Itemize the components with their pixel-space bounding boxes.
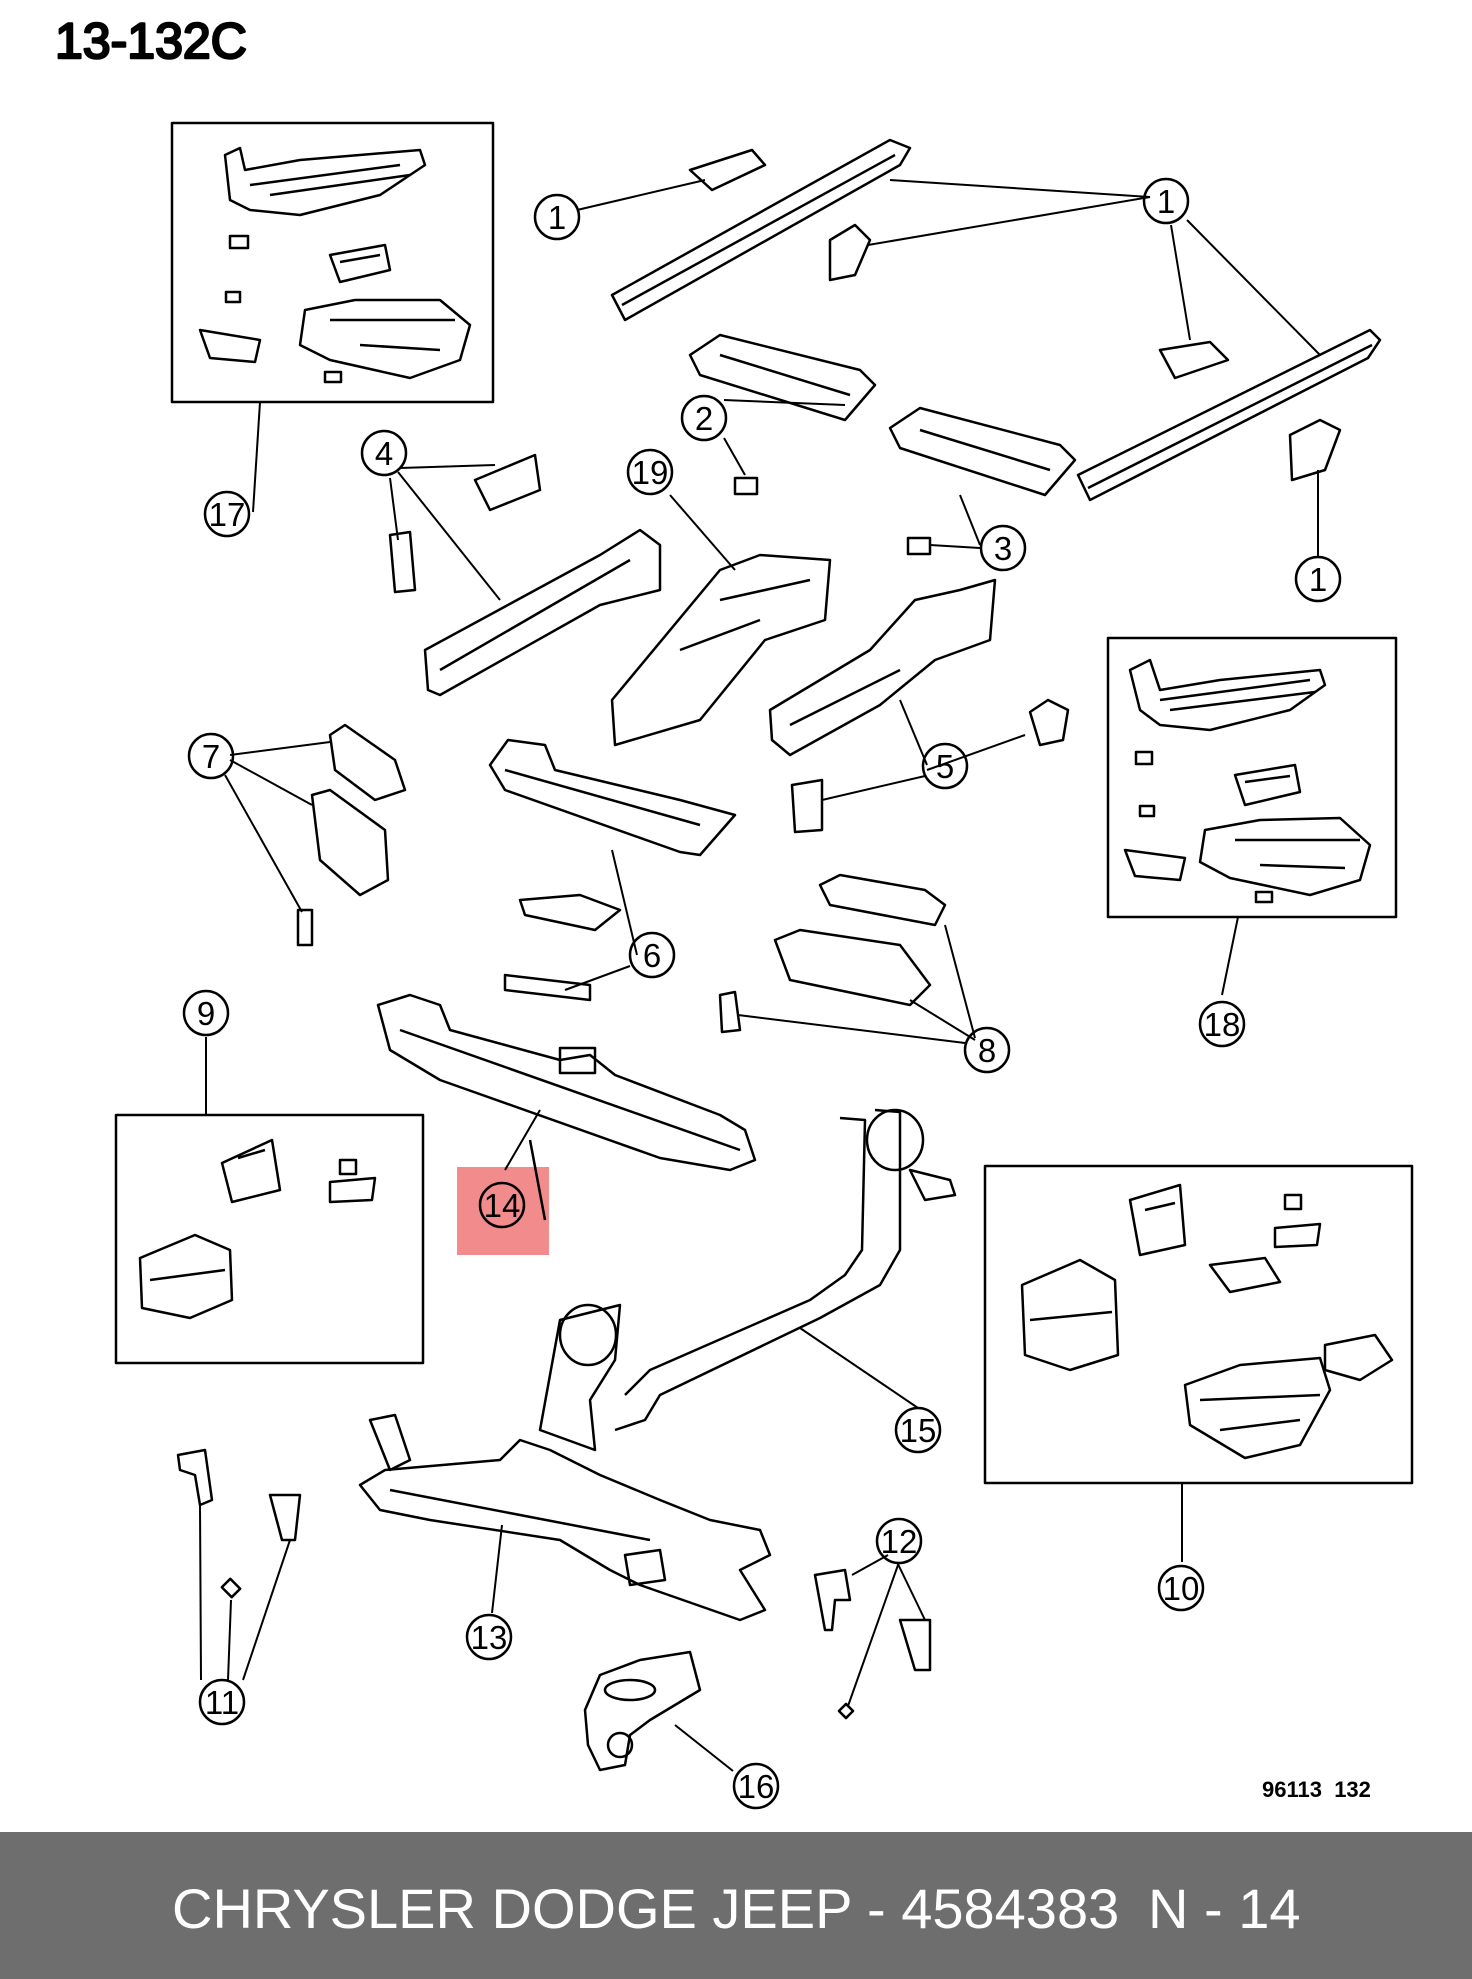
callout-circle (198, 1678, 246, 1726)
callout-circle (187, 732, 235, 780)
callout-circle (360, 429, 408, 477)
callout-circle (628, 931, 676, 979)
callout-label: 7 (202, 738, 220, 775)
callout-label: 13 (471, 1619, 508, 1656)
part-15-tube (538, 1108, 957, 1452)
part-7-brackets (296, 723, 407, 947)
part-6-crossmember (488, 738, 737, 1002)
leader-lines (199, 179, 1321, 1772)
callout-label: 4 (375, 435, 393, 472)
part-11-brackets (176, 1448, 302, 1599)
callout-label: 10 (1163, 1570, 1200, 1607)
part-19-wheelhouse (610, 553, 832, 747)
part-13-cradle (358, 1413, 772, 1622)
callout-circle (1198, 1000, 1246, 1048)
callout-label: 1 (1309, 561, 1327, 598)
part-5-rail (768, 578, 1070, 834)
footer-bar: CHRYSLER DODGE JEEP - 4584383 N - 14 (0, 1832, 1472, 1979)
part-8-brackets (718, 873, 947, 1034)
callout-circle (1157, 1564, 1205, 1612)
callout-label: 1 (548, 199, 566, 236)
callout-circle (979, 524, 1027, 572)
part-12-brackets (813, 1568, 932, 1720)
part-1-rails (610, 138, 1382, 502)
callout-label: 5 (936, 748, 954, 785)
diagram-code: 13-132C (55, 13, 247, 69)
callout-circle-highlighted (478, 1181, 526, 1229)
part-14-crossmember (376, 993, 757, 1221)
detail-box-9 (114, 1113, 425, 1365)
detail-box-17 (170, 121, 495, 404)
callout-label: 6 (643, 937, 661, 974)
callout-circle (894, 1406, 942, 1454)
part-2-3-crossmembers (688, 333, 1077, 556)
callout-circle (732, 1762, 780, 1810)
parts-diagram: 13-132C (54, 12, 1414, 1810)
footer-page-text: N - 14 (1148, 1877, 1301, 1940)
detail-box-18 (1106, 636, 1398, 919)
drawing-code: 96113 132 (1262, 1777, 1371, 1802)
footer-part-text: CHRYSLER DODGE JEEP - 4584383 (172, 1877, 1120, 1940)
callout-label: 14 (484, 1187, 521, 1224)
callout-circle (680, 394, 728, 442)
detail-box-10 (983, 1164, 1414, 1485)
callout-label: 18 (1204, 1006, 1241, 1043)
callout-circle (203, 490, 251, 538)
callout-circle (1142, 177, 1190, 225)
callout-label: 16 (738, 1768, 775, 1805)
callout-circle (921, 742, 969, 790)
callout-circle (626, 448, 674, 496)
callout-label: 2 (695, 400, 713, 437)
callout-label: 12 (881, 1523, 918, 1560)
callout-label: 11 (205, 1684, 239, 1721)
callout-label: 15 (900, 1412, 937, 1449)
callout-circle (875, 1517, 923, 1565)
part-16-mount (583, 1650, 702, 1772)
callouts: 1 1 1 2 3 4 5 6 7 8 9 10 11 (182, 177, 1342, 1810)
callout-label: 3 (994, 530, 1012, 567)
callout-label: 8 (978, 1032, 996, 1069)
callout-label: 9 (197, 995, 215, 1032)
callout-label: 1 (1157, 183, 1175, 220)
callout-circle (465, 1613, 513, 1661)
callout-label: 17 (209, 496, 246, 533)
callout-circle (182, 989, 230, 1037)
callout-circle (963, 1026, 1011, 1074)
part-4-rail (388, 453, 662, 697)
callout-circle (1294, 555, 1342, 603)
highlight-box-14 (457, 1167, 549, 1255)
callout-label: 19 (632, 454, 669, 491)
callout-circle (533, 193, 581, 241)
